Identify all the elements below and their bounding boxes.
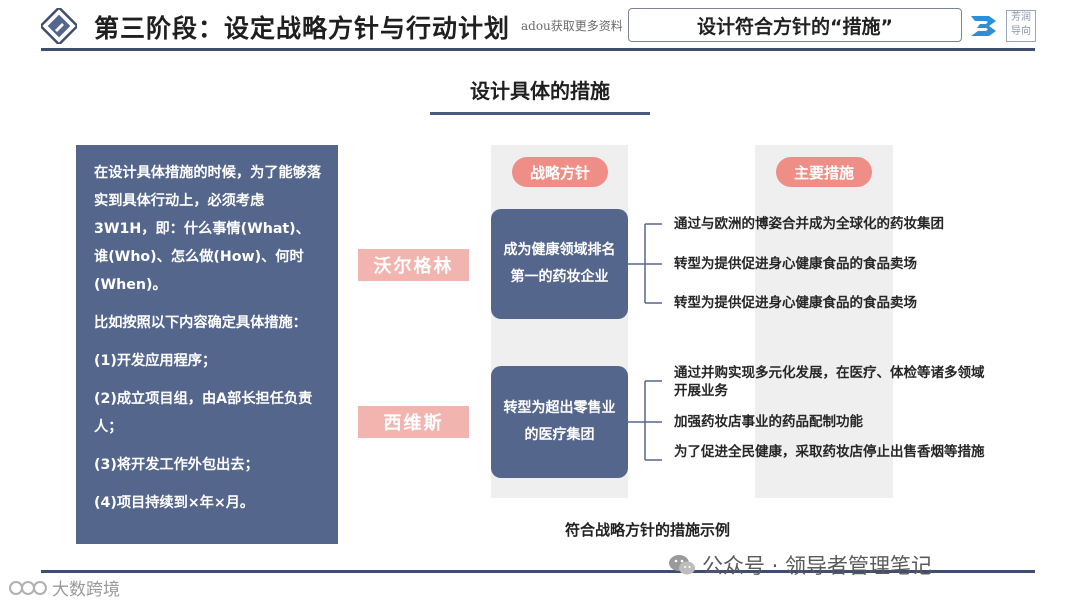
explanation-item: (4)项目持续到×年×月。 — [94, 495, 255, 511]
company-tag-walgreens: 沃尔格林 — [358, 249, 469, 281]
wechat-account-watermark: 公众号 · 领导者管理笔记 — [668, 550, 932, 580]
page-title: 第三阶段：设定战略方针与行动计划 — [94, 14, 511, 43]
wechat-account-name: 公众号 · 领导者管理笔记 — [702, 554, 933, 578]
strategy-box-cvs: 转型为超出零售业的医疗集团 — [491, 366, 628, 478]
figure-caption: 符合战略方针的措施示例 — [565, 521, 731, 539]
topic-badge: 设计符合方针的“措施” — [628, 8, 962, 42]
brand-name: 大数跨境 — [52, 580, 120, 600]
explanation-item: (2)成立项目组，由A部长担任负责人； — [94, 391, 313, 435]
measure-item: 通过与欧洲的博姿合并成为全球化的药妆集团 — [674, 216, 944, 232]
measures-column — [755, 145, 893, 498]
strategy-box-walgreens: 成为健康领域排名第一的药妆企业 — [491, 209, 628, 319]
measure-item: 转型为提供促进身心健康食品的食品卖场 — [674, 256, 917, 272]
section-title-underline — [430, 112, 650, 115]
explanation-item: (1)开发应用程序； — [94, 353, 217, 369]
brand-logo-icon — [971, 16, 996, 36]
brand-mark-icon — [9, 580, 47, 595]
measure-item: 通过并购实现多元化发展，在医疗、体检等诸多领域开展业务 — [674, 365, 985, 399]
measures-column-header: 主要措施 — [776, 157, 872, 187]
logo-text: 芳润导向 — [1006, 10, 1036, 42]
explanation-intro: 在设计具体措施的时候，为了能够落实到具体行动上，必须考虑3W1H，即：什么事情(… — [94, 165, 322, 293]
strategy-column-header: 战略方针 — [512, 157, 608, 187]
measure-item: 转型为提供促进身心健康食品的食品卖场 — [674, 295, 917, 311]
wechat-icon — [669, 555, 695, 575]
explanation-item: (3)将开发工作外包出去； — [94, 457, 259, 473]
footer-divider — [41, 570, 1035, 573]
measure-item: 为了促进全民健康，采取药妆店停止出售香烟等措施 — [674, 444, 985, 460]
brand-watermark: 大数跨境 — [8, 575, 120, 600]
edit-document-icon — [41, 8, 77, 44]
section-title: 设计具体的措施 — [470, 79, 610, 103]
measure-item: 加强药妆店事业的药品配制功能 — [674, 414, 863, 430]
header-divider — [41, 48, 1035, 51]
watermark-text: adou获取更多资料 — [521, 19, 623, 33]
explanation-lead: 比如按照以下内容确定具体措施： — [94, 315, 307, 331]
explanation-panel: 在设计具体措施的时候，为了能够落实到具体行动上，必须考虑3W1H，即：什么事情(… — [76, 145, 338, 544]
company-tag-cvs: 西维斯 — [358, 406, 469, 438]
